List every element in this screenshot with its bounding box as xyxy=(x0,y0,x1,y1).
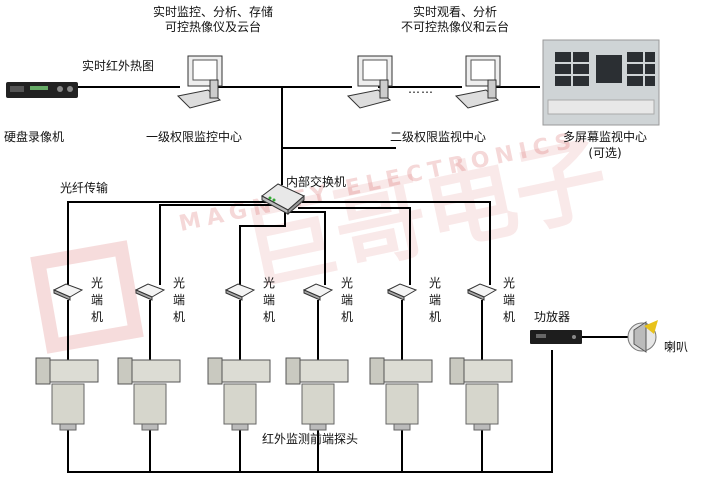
thermal-camera-icon-2 xyxy=(118,358,180,430)
optical-terminal-icon-3 xyxy=(226,284,254,300)
computer-icon-level2-b xyxy=(456,56,500,108)
front-probe-label: 红外监测前端探头 xyxy=(262,432,358,446)
computer-icon-level1 xyxy=(178,56,222,108)
level1-description-line1: 实时监控、分析、存储 xyxy=(138,5,288,19)
amplifier-label: 功放器 xyxy=(534,310,570,324)
ellipsis-label: …… xyxy=(408,82,434,96)
optical-terminal-icon-5 xyxy=(388,284,416,300)
computer-icon-level2-a xyxy=(348,56,392,108)
level2-description-line1: 实时观看、分析 xyxy=(380,5,530,19)
optical-terminal-label-1: 光端机 xyxy=(90,275,104,326)
optical-terminal-label-6: 光端机 xyxy=(502,275,516,326)
optical-terminal-icon-1 xyxy=(54,284,82,300)
optical-terminal-label-3: 光端机 xyxy=(262,275,276,326)
dvr-label: 硬盘录像机 xyxy=(4,130,64,144)
level1-center-label: 一级权限监控中心 xyxy=(146,130,242,144)
thermal-camera-icon-4 xyxy=(286,358,348,430)
speaker-label: 喇叭 xyxy=(664,340,688,354)
fiber-label: 光纤传输 xyxy=(60,181,108,195)
optical-terminal-label-2: 光端机 xyxy=(172,275,186,326)
thermal-camera-icon-1 xyxy=(36,358,98,430)
amplifier-icon xyxy=(530,330,582,344)
optical-terminal-label-5: 光端机 xyxy=(428,275,442,326)
switch-label: 内部交换机 xyxy=(286,175,346,189)
multiscreen-optional-label: (可选) xyxy=(550,146,660,160)
speaker-icon xyxy=(628,320,658,352)
thermal-camera-icon-3 xyxy=(208,358,270,430)
thermal-camera-icon-5 xyxy=(370,358,432,430)
optical-terminal-label-4: 光端机 xyxy=(340,275,354,326)
thermal-camera-icon-6 xyxy=(450,358,512,430)
dvr-icon xyxy=(6,82,78,98)
level2-description-line2: 不可控热像仪和云台 xyxy=(380,20,530,34)
level2-center-label: 二级权限监视中心 xyxy=(390,130,486,144)
optical-terminal-icon-6 xyxy=(468,284,496,300)
video-wall-icon xyxy=(543,40,659,125)
optical-terminal-icon-2 xyxy=(136,284,164,300)
multiscreen-label: 多屏幕监视中心 xyxy=(550,130,660,144)
level1-description-line2: 可控热像仪及云台 xyxy=(138,20,288,34)
ir-image-label: 实时红外热图 xyxy=(82,59,154,73)
optical-terminal-icon-4 xyxy=(304,284,332,300)
